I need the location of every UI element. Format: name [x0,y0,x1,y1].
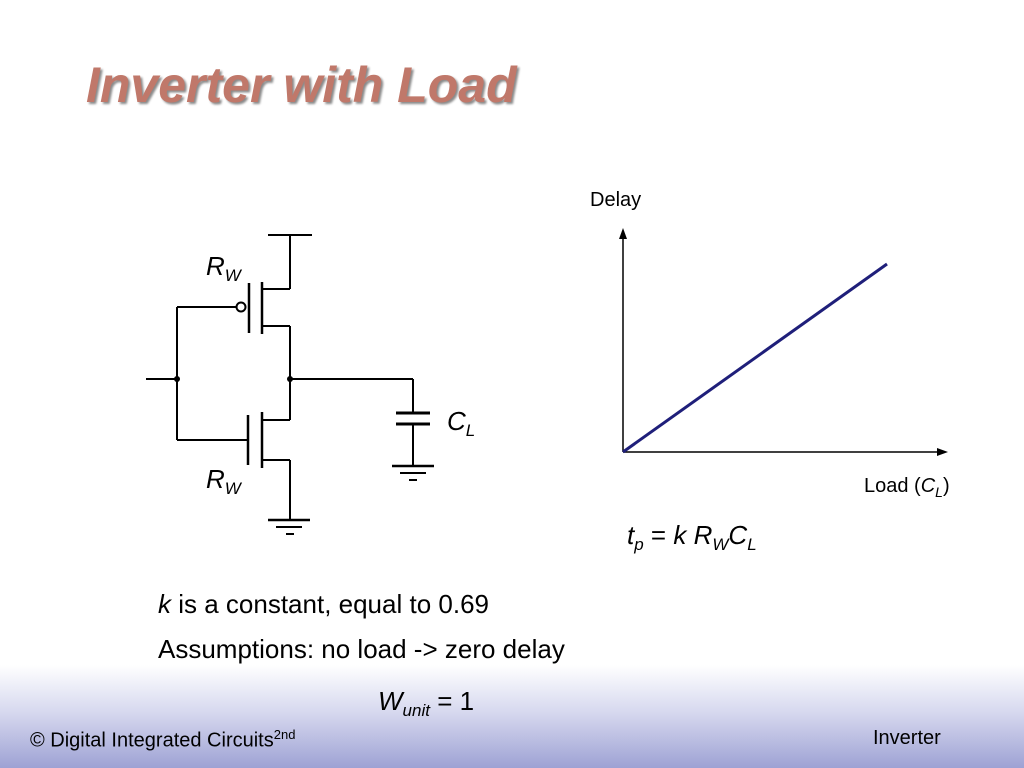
formula-r-sub: W [712,535,729,555]
delay-vs-load-line [622,262,888,454]
constant-note-var: k [158,589,171,619]
footer-copyright: © Digital Integrated Circuits2nd [30,727,295,753]
x-axis-arrow [937,448,948,456]
formula-c-sub: L [747,535,757,555]
wunit-sub: unit [402,701,430,721]
x-axis-label-sub: L [935,484,943,500]
formula-space [686,520,693,550]
input-junction [174,376,180,382]
x-axis-label-main: C [920,475,936,497]
assumptions-note: Assumptions: no load -> zero delay [158,634,565,664]
formula-lhs-sub: p [634,535,644,555]
y-axis-arrow [619,228,627,239]
pmos-label-sub: W [224,266,241,286]
footer-section: Inverter [873,727,941,749]
formula-lhs: t [627,520,635,550]
x-axis-label-suffix: ) [942,475,950,497]
nmos-resistance-label: RW [206,464,241,499]
constant-note: k is a constant, equal to 0.69 [158,589,489,620]
x-axis-label: Load (CL) [864,475,950,500]
footer-copyright-text: © Digital Integrated Circuits [30,729,274,752]
load-capacitance-label: CL [447,406,475,441]
nmos-drain-source [261,419,290,461]
wunit-note: Wunit = 1 [378,686,474,721]
delay-formula: tp = k RWCL [627,520,757,555]
x-axis-label-prefix: Load ( [864,475,921,497]
slide-title: Inverter with Load [86,57,517,113]
delay-graph [619,228,948,456]
pmos-drain-source [261,288,290,327]
footer-band [0,665,1024,768]
wunit-main: W [378,686,403,716]
pmos-label-main: R [206,251,225,281]
nmos-label-sub: W [224,479,241,499]
y-axis-label: Delay [590,189,642,211]
formula-r: R [693,520,713,550]
wunit-rest: = 1 [429,686,475,716]
nmos-label-main: R [206,464,225,494]
footer-copyright-sup: 2nd [273,727,296,742]
formula-k: k [673,520,687,550]
formula-c: C [728,520,748,550]
inverter-circuit [146,234,434,535]
pmos-bubble [235,301,247,313]
formula-equals: = [643,520,674,550]
pmos-resistance-label: RW [206,251,241,286]
cap-label-sub: L [465,421,476,441]
cap-label-main: C [447,406,466,436]
constant-note-text: is a constant, equal to 0.69 [171,589,489,619]
output-junction [287,376,293,382]
